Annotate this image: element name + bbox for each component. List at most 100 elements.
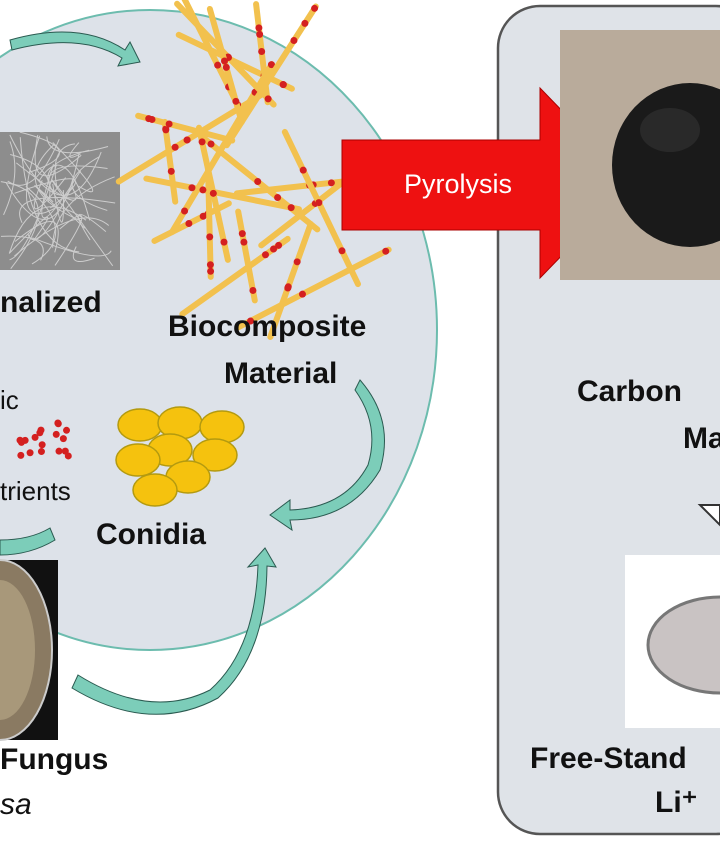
- fiber-dot: [183, 136, 191, 144]
- sem-fiber: [32, 237, 112, 257]
- carbon-label: Carbon: [577, 375, 682, 408]
- fiber-dot: [220, 238, 228, 246]
- sem-fiber: [9, 216, 49, 254]
- cycle-arrows: [0, 31, 385, 715]
- fiber-dot: [290, 37, 298, 45]
- fiber-dot: [247, 317, 255, 325]
- fiber-dot: [232, 97, 240, 105]
- fiber-dot: [199, 186, 207, 194]
- sem-fiber: [51, 179, 114, 267]
- fiber-dot: [188, 184, 196, 192]
- nutrients-label: trients: [0, 476, 71, 506]
- fiber-dot: [301, 19, 309, 27]
- sem-fiber: [34, 144, 82, 222]
- fiber-dot: [275, 241, 283, 249]
- fiber-dot: [254, 178, 262, 186]
- fiber-dot: [298, 290, 306, 298]
- fiber-dot: [238, 230, 246, 238]
- sem-fiber: [27, 186, 73, 241]
- fiber-dot: [258, 47, 266, 55]
- nutrients-dots: [16, 419, 72, 460]
- fiber-dot: [264, 95, 272, 103]
- fiber-dot: [165, 120, 173, 128]
- down-arrow: [697, 504, 720, 527]
- sem-fiber: [7, 138, 60, 186]
- species-label: sa: [0, 788, 32, 821]
- fiber-dot: [207, 267, 215, 275]
- carbon-material-label: Ma: [683, 422, 720, 455]
- sem-fiber: [46, 136, 109, 154]
- fungus-photo: [0, 559, 58, 741]
- fiber: [281, 128, 361, 288]
- fiber: [235, 208, 258, 304]
- sem-fiber: [52, 176, 115, 248]
- sem-fiber: [72, 246, 95, 262]
- sem-fiber: [54, 143, 75, 190]
- sem-fiber: [5, 153, 80, 220]
- fiber-dot: [382, 247, 390, 255]
- fiber-dot: [256, 30, 264, 38]
- fiber-dot: [221, 57, 229, 65]
- fiber-dot: [249, 286, 257, 294]
- fiber: [179, 235, 291, 318]
- fiber-dot: [145, 115, 153, 123]
- fiber: [161, 118, 179, 205]
- nutrient-dot: [55, 447, 63, 455]
- fiber-dot: [293, 258, 301, 266]
- sem-image: [0, 131, 120, 270]
- nutrient-dot: [26, 449, 34, 457]
- fiber-dot: [315, 199, 323, 207]
- sem-fiber: [33, 177, 67, 210]
- organic-label: ic: [0, 385, 19, 415]
- sem-fiber: [48, 165, 108, 229]
- sem-fiber: [52, 142, 94, 193]
- pyrolysis-label: Pyrolysis: [404, 169, 513, 199]
- nutrient-dot: [63, 426, 71, 434]
- fiber-dot: [284, 284, 292, 292]
- fiber-dot: [214, 61, 222, 69]
- fiber-dot: [274, 194, 282, 202]
- fiber: [267, 220, 314, 340]
- fiber: [205, 166, 214, 280]
- fiber-dot: [198, 138, 206, 146]
- nutrient-dot: [61, 447, 69, 455]
- sem-fiber: [10, 154, 51, 203]
- sem-fiber: [9, 164, 57, 261]
- fiber-dot: [311, 4, 319, 12]
- fiber: [143, 175, 302, 213]
- fiber-dot: [171, 143, 179, 151]
- fiber-dot: [162, 125, 170, 133]
- nutrient-dot: [17, 451, 25, 459]
- fiber-dot: [206, 233, 214, 241]
- fiber-dot: [287, 204, 295, 212]
- sem-fiber: [26, 135, 55, 215]
- fiber-dot: [299, 166, 307, 174]
- fiber-dot: [255, 24, 263, 32]
- fiber-dot: [207, 140, 215, 148]
- fiber-dot: [338, 247, 346, 255]
- sem-fiber: [54, 214, 83, 266]
- sem-fiber: [71, 156, 108, 211]
- material-label: Material: [224, 357, 338, 390]
- sem-fiber: [19, 137, 80, 253]
- biocomposite-label: Biocomposite: [168, 310, 367, 343]
- coin-cell-photo: [625, 555, 720, 728]
- fiber-dot: [199, 212, 207, 220]
- conidia-cluster: [115, 406, 245, 507]
- fiber-dot: [279, 81, 287, 89]
- sem-fiber: [0, 235, 44, 261]
- fiber-dot: [240, 238, 248, 246]
- li-ion-label: Li⁺: [655, 786, 698, 819]
- fiber-dot: [270, 245, 278, 253]
- sem-fiber: [3, 141, 16, 216]
- fiber-dot: [209, 189, 217, 197]
- sem-fiber: [41, 163, 82, 219]
- fiber-dot: [222, 63, 230, 71]
- nutrient-dot: [54, 420, 62, 428]
- sem-fiber: [25, 185, 57, 265]
- nutrient-dot: [37, 448, 45, 456]
- fiber: [234, 246, 392, 331]
- sem-fiber: [77, 214, 107, 241]
- nutrient-dot: [31, 433, 39, 441]
